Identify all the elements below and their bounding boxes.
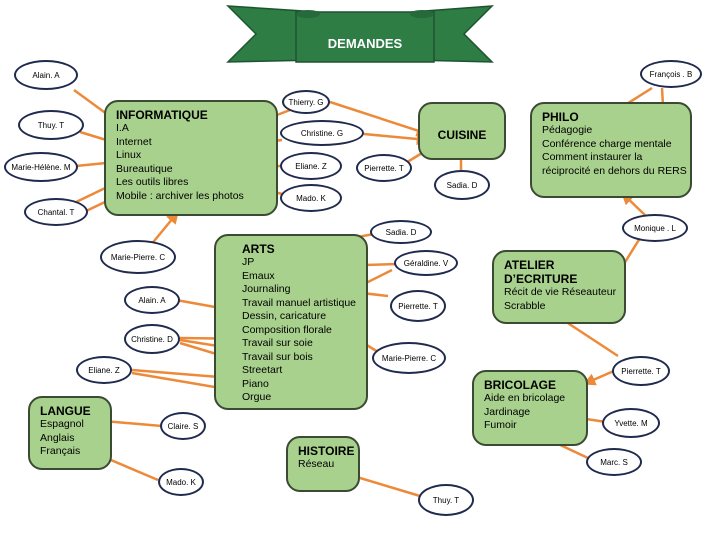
category-item: Travail manuel artistique [242, 296, 356, 309]
page-title: DEMANDES [327, 36, 403, 51]
category-item: Pédagogie [542, 124, 593, 136]
person-bubble: Marie-Pierre. C [100, 240, 176, 274]
person-bubble: Yvette. M [602, 408, 660, 438]
person-bubble: Christine. D [124, 324, 180, 354]
category-title: HISTOIRE [298, 444, 355, 458]
person-bubble: Chantal. T [24, 198, 88, 226]
category-item: Journaling [242, 283, 291, 295]
category-bricolage: BRICOLAGE Aide en bricolage Jardinage Fu… [472, 370, 588, 446]
category-item: Conférence charge mentale [542, 137, 672, 150]
category-informatique: INFORMATIQUE I.A Internet Linux Bureauti… [104, 100, 278, 216]
person-bubble: Monique . L [622, 214, 688, 242]
title-banner [226, 5, 494, 63]
person-bubble: Eliane. Z [76, 356, 132, 384]
category-title: ARTS [242, 242, 275, 256]
category-langue: LANGUE Espagnol Anglais Français [28, 396, 112, 470]
category-item: Mobile : archiver les photos [116, 189, 244, 202]
category-item: Linux [116, 149, 142, 161]
category-title: LANGUE [40, 404, 91, 418]
category-histoire: HISTOIRE Réseau [286, 436, 360, 492]
category-title: ATELIER D’ECRITURE [504, 258, 578, 286]
category-item: Français [40, 445, 81, 457]
category-atelier-ecriture: ATELIER D’ECRITURE Récit de vie Réseaute… [492, 250, 626, 324]
category-cuisine: CUISINE [418, 102, 506, 160]
person-bubble: Pierrette. T [612, 356, 670, 386]
person-bubble: Mado. K [280, 184, 342, 212]
category-item: Emaux [242, 269, 275, 282]
category-item: Anglais [40, 431, 75, 444]
person-bubble: Thierry. G [282, 90, 330, 114]
person-bubble: Thuy. T [418, 484, 474, 516]
category-item: Comment instaurer la [542, 151, 643, 163]
category-title: INFORMATIQUE [116, 108, 208, 122]
category-item: réciprocité en dehors du RERS [542, 164, 687, 177]
person-bubble: Mado. K [158, 468, 204, 496]
category-item: Streetart [242, 364, 283, 376]
person-bubble: Marie-Hélène. M [4, 152, 78, 182]
person-bubble: Marie-Pierre. C [372, 342, 446, 374]
person-bubble: Géraldine. V [394, 250, 458, 276]
category-title: BRICOLAGE [484, 378, 556, 392]
category-item: Composition florale [242, 323, 332, 336]
category-item: JP [242, 256, 255, 268]
person-bubble: Thuy. T [18, 110, 84, 140]
category-item: Dessin, caricature [242, 310, 327, 322]
category-item: Orgue [242, 391, 272, 403]
person-bubble: Pierrette. T [356, 154, 412, 182]
category-title: CUISINE [437, 128, 487, 142]
category-item: Travail sur soie [242, 337, 313, 349]
category-item: Récit de vie Réseauteur [504, 286, 617, 298]
category-item: Internet [116, 135, 152, 148]
category-item: Réseau [298, 458, 335, 470]
person-bubble: Eliane. Z [280, 152, 342, 180]
category-arts: ARTS JP Emaux Journaling Travail manuel … [214, 234, 368, 410]
person-bubble: Sadia. D [370, 220, 432, 244]
person-bubble: Christine. G [280, 120, 364, 146]
person-bubble: Marc. S [586, 448, 642, 476]
person-bubble: Sadia. D [434, 170, 490, 200]
category-item: I.A [116, 122, 129, 134]
person-bubble: François . B [640, 60, 702, 88]
category-title: PHILO [542, 110, 579, 124]
category-item: Fumoir [484, 419, 517, 431]
person-bubble: Alain. A [14, 60, 78, 90]
category-item: Aide en bricolage [484, 392, 566, 404]
category-item: Travail sur bois [242, 350, 313, 363]
category-item: Jardinage [484, 405, 531, 418]
category-item: Espagnol [40, 418, 84, 430]
category-philo: PHILO Pédagogie Conférence charge mental… [530, 102, 692, 198]
category-item: Les outils libres [116, 176, 189, 188]
person-bubble: Claire. S [160, 412, 206, 440]
category-item: Scrabble [504, 299, 546, 312]
person-bubble: Alain. A [124, 286, 180, 314]
category-item: Bureautique [116, 162, 173, 175]
person-bubble: Pierrette. T [390, 290, 446, 322]
category-item: Piano [242, 377, 269, 390]
